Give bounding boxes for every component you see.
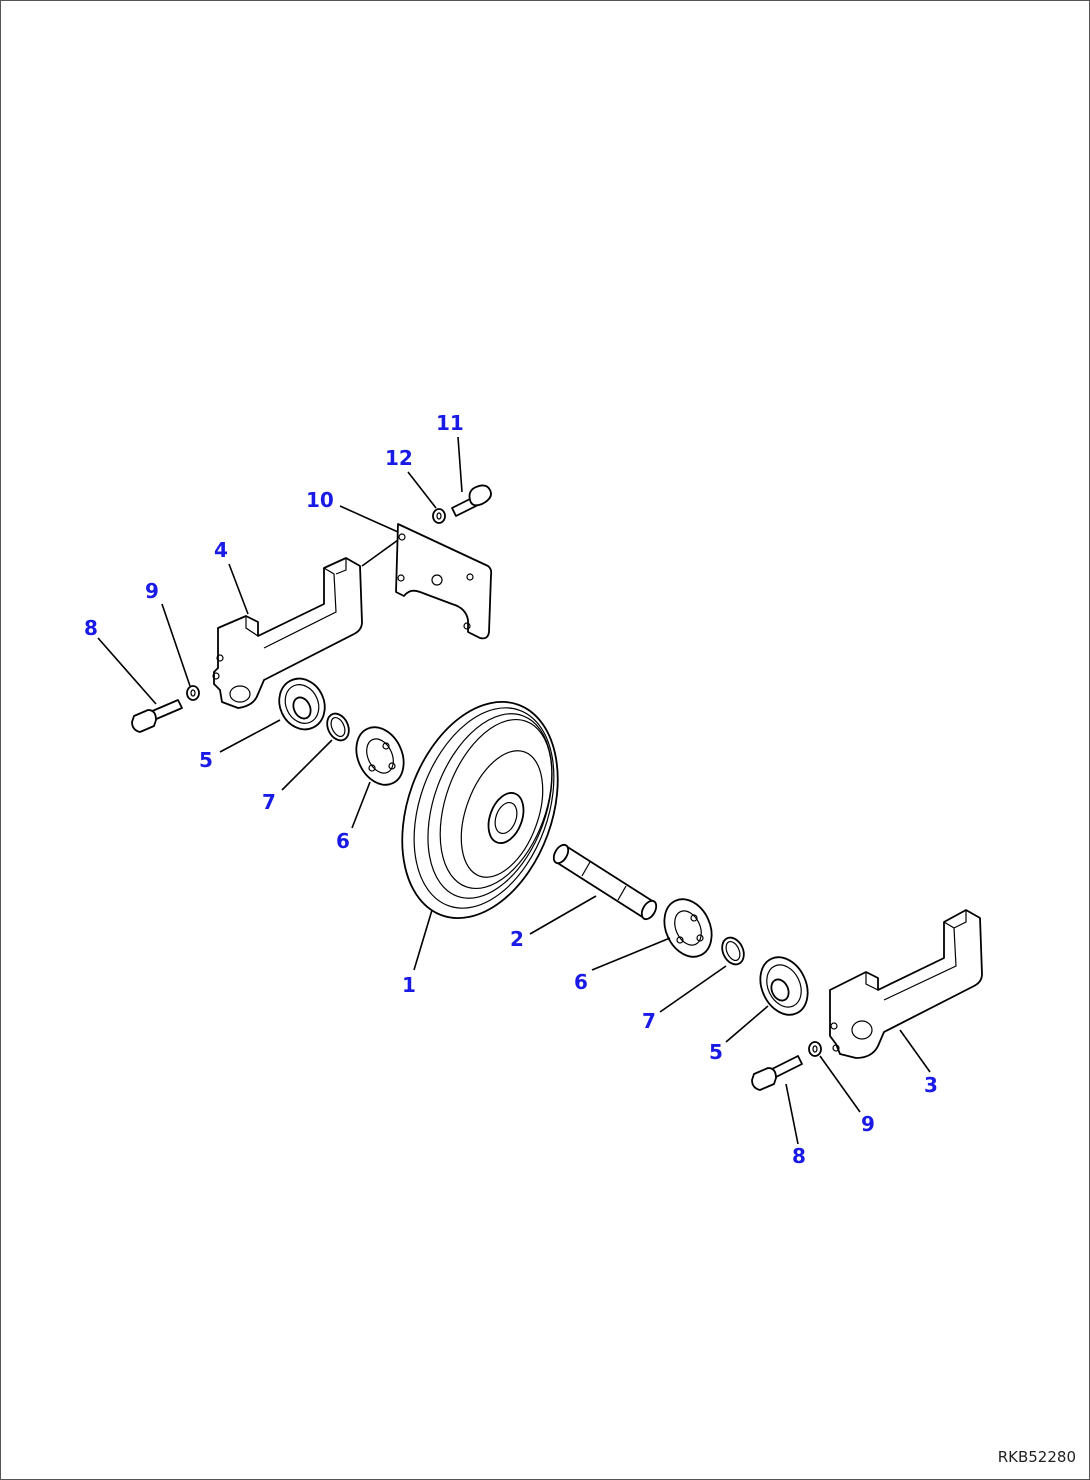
callout-3: 3 xyxy=(924,1073,938,1097)
part-10-plate xyxy=(395,523,493,640)
callout-5-right: 5 xyxy=(709,1040,723,1064)
callout-8-left: 8 xyxy=(84,616,98,640)
part-8-bolt-right xyxy=(751,1055,803,1091)
part-12-washer xyxy=(432,508,446,524)
part-1-idler-wheel xyxy=(401,701,559,919)
part-5-seal-left xyxy=(278,677,326,731)
part-8-bolt-left xyxy=(131,699,183,733)
callout-12: 12 xyxy=(385,446,413,470)
drawing-code: RKB52280 xyxy=(998,1448,1076,1466)
callout-8-right: 8 xyxy=(792,1144,806,1168)
callout-2: 2 xyxy=(510,927,524,951)
part-9-washer-right xyxy=(808,1041,822,1057)
callout-6-right: 6 xyxy=(574,970,588,994)
part-6-bearing-left xyxy=(355,726,405,786)
callout-11: 11 xyxy=(436,411,464,435)
part-9-washer-left xyxy=(186,685,200,701)
part-2-shaft xyxy=(552,843,658,921)
part-4-bracket-left xyxy=(212,557,363,709)
callout-6-left: 6 xyxy=(336,829,350,853)
part-11-bolt xyxy=(451,484,492,517)
callout-4: 4 xyxy=(214,538,228,562)
callout-9-right: 9 xyxy=(861,1112,875,1136)
part-7-snap-ring-right xyxy=(721,936,745,966)
callout-1: 1 xyxy=(402,973,416,997)
callout-7-left: 7 xyxy=(262,790,276,814)
callout-5-left: 5 xyxy=(199,748,213,772)
callout-7-right: 7 xyxy=(642,1009,656,1033)
callouts: 11 12 10 4 9 8 5 7 6 1 2 6 7 5 3 9 8 xyxy=(84,411,938,1168)
callout-9-left: 9 xyxy=(145,579,159,603)
part-7-snap-ring-left xyxy=(326,712,350,742)
leader-lines xyxy=(97,436,931,1145)
part-3-bracket-right xyxy=(829,909,983,1059)
part-6-bearing-right xyxy=(663,898,713,958)
part-5-seal-right xyxy=(759,956,809,1016)
callout-10: 10 xyxy=(306,488,334,512)
